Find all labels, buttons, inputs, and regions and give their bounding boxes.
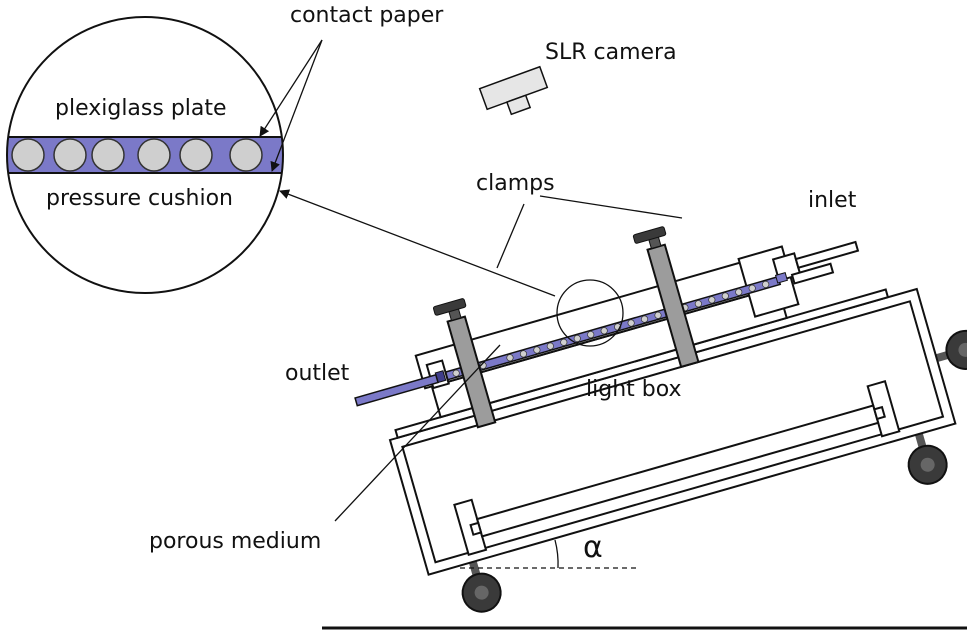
label-contact-paper: contact paper xyxy=(290,3,444,28)
clamp-right xyxy=(632,226,700,369)
magnifier-circle xyxy=(556,279,624,347)
label-plexiglass-plate: plexiglass plate xyxy=(55,96,227,121)
porous-medium-leader xyxy=(334,344,501,522)
slr-camera xyxy=(478,65,549,116)
angle-arc xyxy=(554,539,559,569)
label-slr-camera: SLR camera xyxy=(545,40,677,65)
outlet-tube xyxy=(354,373,439,407)
label-inlet: inlet xyxy=(808,188,857,213)
label-pressure-cushion: pressure cushion xyxy=(46,186,233,211)
clamps-leader-left xyxy=(496,203,525,269)
clamp-left xyxy=(432,298,497,429)
contact-paper-arrow-1 xyxy=(259,39,323,137)
contact-paper-arrow-2 xyxy=(270,39,323,172)
zoom-circle-outline xyxy=(6,16,284,294)
zoom-beads xyxy=(11,138,263,172)
label-light-box: light box xyxy=(586,377,682,402)
label-porous-medium: porous medium xyxy=(149,529,321,554)
zoom-view xyxy=(6,16,323,294)
lamp-tube-end-right xyxy=(873,405,886,421)
label-clamps: clamps xyxy=(476,171,555,196)
light-box-inner-frame xyxy=(401,300,945,564)
zoom-arrow xyxy=(279,189,556,297)
label-angle-alpha: α xyxy=(583,530,603,565)
tilted-apparatus xyxy=(354,226,967,613)
label-outlet: outlet xyxy=(285,361,350,386)
lamp-tube-end-left xyxy=(469,521,483,536)
inlet-fitting xyxy=(771,240,860,285)
wheel-back-bottom xyxy=(907,430,948,485)
camera-lens xyxy=(505,94,532,116)
clamps-leader-right xyxy=(539,195,683,219)
wheel-front-bottom xyxy=(461,558,502,613)
